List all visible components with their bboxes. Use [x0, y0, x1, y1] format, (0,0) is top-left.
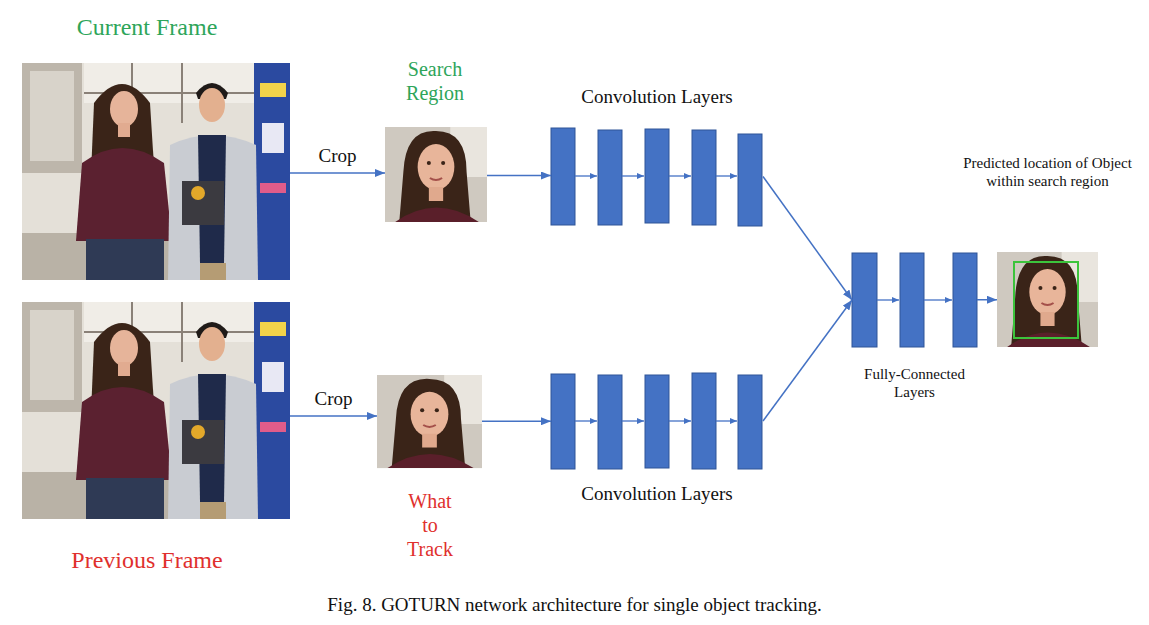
layer-arrow: [622, 175, 644, 176]
figure-caption: Fig. 8. GOTURN network architecture for …: [0, 594, 1149, 616]
conv-layer: [645, 375, 669, 468]
conv-layer: [692, 130, 716, 225]
output-photo: [997, 252, 1098, 347]
layer-arrow: [575, 175, 597, 176]
connector-arrow: [487, 175, 551, 177]
node-label: Search Region: [389, 57, 481, 105]
search-region-photo: [385, 127, 487, 222]
connector-arrow: [290, 172, 385, 174]
connector-arrow: [763, 300, 852, 421]
bounding-box: [1014, 262, 1078, 338]
node-label: Convolution Layers: [531, 483, 783, 506]
conv-layer: [598, 130, 622, 225]
node-label: Current Frame: [52, 13, 242, 42]
edge-label: Crop: [312, 388, 356, 410]
fc-layer: [852, 253, 877, 347]
layer-arrow: [877, 299, 899, 300]
layer-arrow: [669, 420, 691, 421]
fc-layer: [900, 253, 924, 347]
conv-layer: [551, 128, 575, 225]
target-crop: What to Track: [377, 375, 482, 468]
conv-stack: Convolution Layers: [551, 372, 763, 470]
output-crop: Predicted location of Object within sear…: [997, 252, 1098, 347]
conv-layer: [738, 134, 762, 226]
layer-arrow: [669, 175, 691, 176]
node-label: Predicted location of Object within sear…: [960, 154, 1135, 190]
previous-frame-photo: [22, 302, 290, 519]
connector-arrow: [763, 177, 852, 301]
node-label: Fully-Connected Layers: [842, 365, 987, 401]
conv-layer: [645, 129, 669, 223]
connector-arrow: [977, 299, 997, 301]
search-region-crop: Search Region: [385, 127, 487, 222]
connector-arrow: [482, 421, 551, 423]
conv-stack: Convolution Layers: [551, 126, 763, 227]
layer-arrow: [622, 420, 644, 421]
node-label: Previous Frame: [52, 546, 242, 575]
fc-stack: Fully-Connected Layers: [852, 253, 977, 347]
node-label: Convolution Layers: [531, 86, 783, 109]
layer-arrow: [924, 299, 952, 300]
frame-image: Previous Frame: [22, 302, 290, 519]
conv-layer: [598, 375, 622, 469]
layer-arrow: [716, 175, 737, 176]
connector-arrow: [290, 415, 377, 417]
layer-arrow: [716, 420, 737, 421]
target-crop-photo: [377, 375, 482, 468]
node-label: What to Track: [400, 489, 460, 561]
fc-layer: [953, 253, 977, 347]
layer-arrow: [575, 420, 597, 421]
conv-layer: [692, 373, 716, 469]
frame-image: Current Frame: [22, 63, 290, 280]
conv-layer: [551, 374, 575, 469]
current-frame-photo: [22, 63, 290, 280]
conv-layer: [738, 375, 762, 469]
edge-label: Crop: [316, 145, 360, 167]
